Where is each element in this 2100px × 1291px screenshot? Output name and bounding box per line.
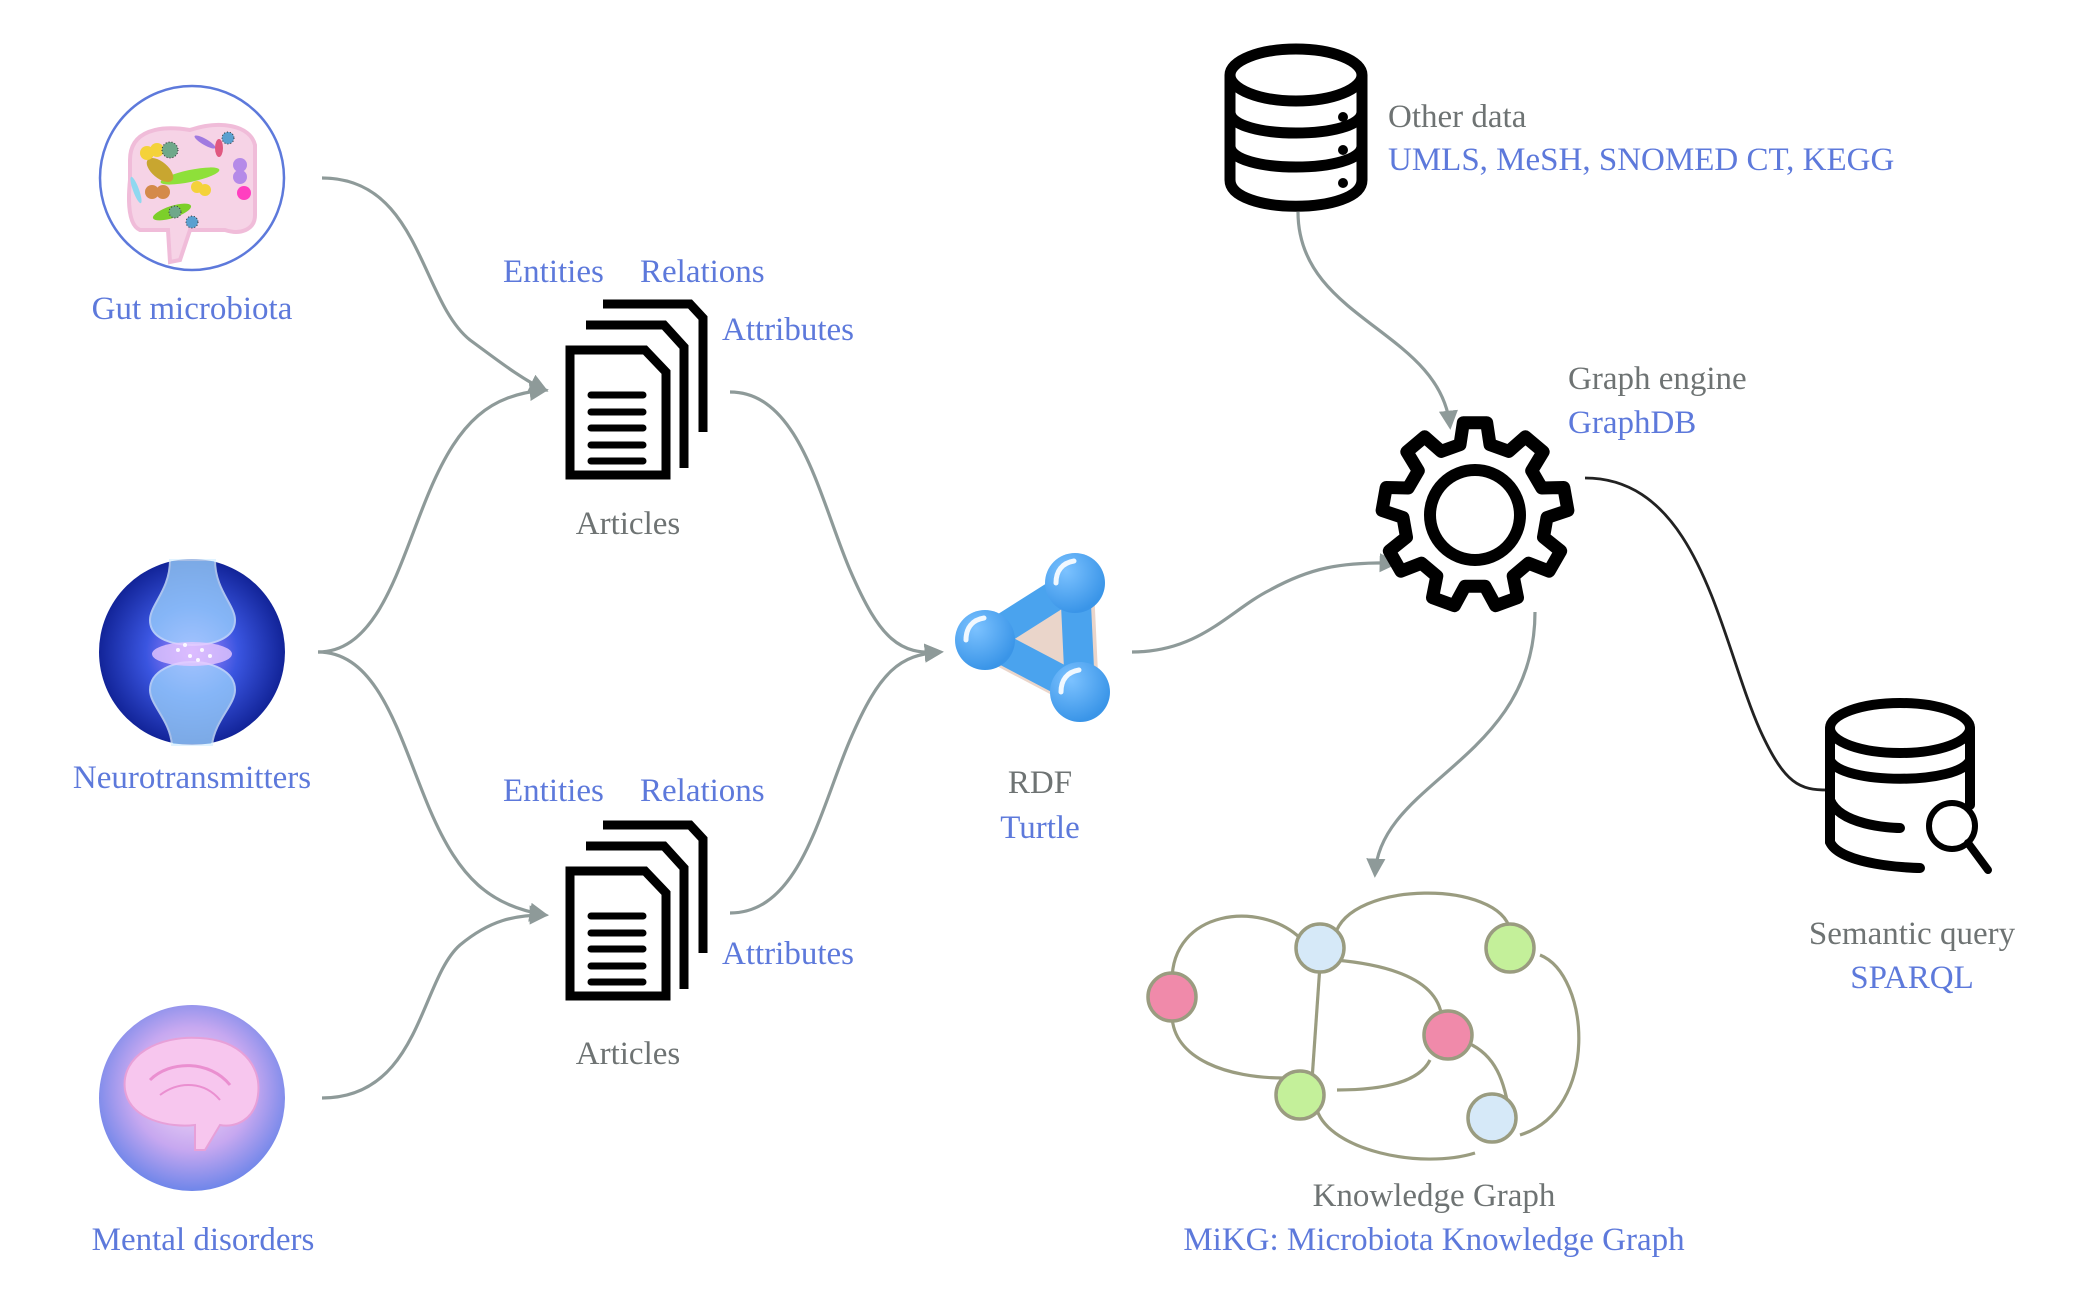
semantic-query-subtitle: SPARQL (1850, 960, 1974, 996)
edge-articles-1-to-rdf (729, 390, 944, 663)
kg-edge (1333, 891, 1512, 936)
kg-node (1466, 1092, 1518, 1144)
articles-icon-1 (565, 299, 708, 480)
articles-icon-2 (565, 820, 708, 1001)
semantic-query-title: Semantic query (1808, 916, 2016, 952)
kg-edge (1170, 1013, 1284, 1080)
articles-1-attributes-label: Attributes (722, 312, 854, 348)
brain-image (99, 1005, 285, 1191)
edge-engine-to-kg (1366, 611, 1537, 878)
rdf-subtitle: Turtle (1000, 810, 1080, 846)
kg-edge (1170, 914, 1302, 982)
rdf-title: RDF (1007, 765, 1073, 801)
knowledge-graph-subtitle: MiKG: Microbiota Knowledge Graph (1183, 1222, 1685, 1258)
gear-icon (1375, 416, 1575, 613)
articles-1-relations-label: Relations (640, 254, 765, 290)
graph-engine-title: Graph engine (1568, 361, 1747, 397)
edge-articles-2-to-rdf (729, 643, 944, 915)
kg-node (1294, 922, 1346, 974)
articles-2-label: Articles (575, 1036, 681, 1072)
edge-otherdata-to-engine (1296, 211, 1458, 430)
knowledge-graph-figure (1146, 891, 1581, 1161)
database-search-icon (1825, 698, 1992, 874)
kg-edge (1315, 1109, 1476, 1161)
kg-node (1484, 922, 1536, 974)
kg-node (1146, 971, 1198, 1023)
kg-edge (1519, 953, 1581, 1137)
source-label-mental-disorders: Mental disorders (91, 1222, 315, 1258)
articles-1-label: Articles (575, 506, 681, 542)
gut-microbiota-image (98, 84, 286, 272)
kg-node (1422, 1009, 1474, 1061)
edge-mental-to-articles-2 (321, 905, 549, 1100)
edge-rdf-to-engine (1131, 553, 1399, 654)
synapse-image (99, 559, 285, 746)
edge-engine-to-sparql (1584, 476, 1829, 792)
source-label-neurotransmitters: Neurotransmitters (72, 760, 312, 796)
articles-2-attributes-label: Attributes (722, 936, 854, 972)
edge-gut-to-articles-1 (321, 176, 549, 393)
database-icon (1224, 43, 1368, 212)
graph-engine-subtitle: GraphDB (1568, 405, 1697, 441)
articles-2-relations-label: Relations (640, 773, 765, 809)
knowledge-graph-title: Knowledge Graph (1312, 1178, 1556, 1214)
edges (317, 176, 1829, 1100)
kg-node (1274, 1069, 1326, 1121)
other-data-subtitle: UMLS, MeSH, SNOMED CT, KEGG (1388, 142, 1895, 178)
kg-edge (1335, 958, 1444, 1021)
edge-neuro-to-articles-1 (317, 381, 549, 654)
kg-edge (1336, 1059, 1432, 1092)
articles-2-entities-label: Entities (503, 773, 604, 809)
rdf-molecule-icon (955, 553, 1110, 722)
edge-neuro-to-articles-2 (317, 650, 549, 922)
kg-edge (1310, 964, 1322, 1081)
other-data-title: Other data (1388, 99, 1527, 135)
articles-1-entities-label: Entities (503, 254, 604, 290)
source-label-gut-microbiota: Gut microbiota (91, 291, 293, 327)
